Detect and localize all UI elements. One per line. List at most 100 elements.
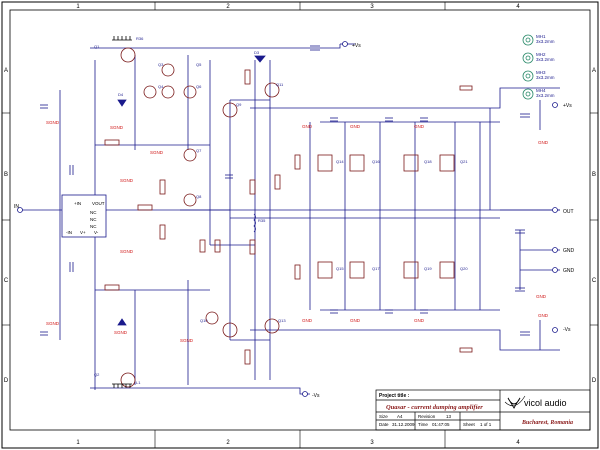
size-value: A4: [397, 414, 403, 419]
gnd-label: GND: [536, 294, 547, 299]
project-title: Quasar - current dumping amplifier: [386, 404, 483, 411]
designator: Q19: [424, 266, 432, 271]
row-label: D: [592, 378, 597, 384]
col-label: 1: [76, 4, 80, 10]
sgnd-label: SGND: [46, 321, 60, 326]
gnd-label: GND: [302, 124, 313, 129]
row-label: B: [592, 172, 596, 178]
revision-label: Revision: [418, 414, 436, 419]
designator: Q15: [336, 266, 344, 271]
mh-spec: 3x3.2mm: [536, 93, 555, 98]
mh-name: MH4: [536, 88, 546, 93]
title-block: [375, 389, 591, 431]
gnd-label: GND: [563, 268, 575, 274]
sgnd-label: SGND: [150, 150, 164, 155]
row-label: A: [4, 68, 8, 74]
opamp-pin: NC: [90, 210, 97, 215]
col-label: 2: [226, 440, 230, 446]
designator: Q3: [158, 62, 164, 67]
opamp-pin: +IN: [74, 201, 81, 206]
col-label: 3: [370, 4, 374, 10]
designator: D4: [118, 92, 124, 97]
company-name: vicol audio: [524, 398, 567, 408]
designator: Q14: [336, 159, 344, 164]
opamp-pin: NC: [90, 224, 97, 229]
designator: Q6: [196, 84, 202, 89]
sheet-value: 1 of 1: [480, 422, 492, 427]
designator: Q21: [460, 159, 468, 164]
sgnd-label: SGND: [46, 120, 60, 125]
row-label: A: [592, 68, 596, 74]
col-label: 2: [226, 4, 230, 10]
mh-spec: 3x3.2mm: [536, 75, 555, 80]
sgnd-label: SGND: [114, 330, 128, 335]
designator: Q16: [372, 159, 380, 164]
row-label: C: [4, 278, 9, 284]
mh-spec: 3x3.2mm: [536, 39, 555, 44]
project-label: Project title :: [379, 393, 410, 399]
designator: Q17: [372, 266, 380, 271]
row-label: D: [4, 378, 9, 384]
designator: D3: [254, 50, 260, 55]
designator: Q20: [460, 266, 468, 271]
company-location: Bucharest, Romania: [521, 420, 573, 426]
gnd-label: GND: [538, 140, 549, 145]
opamp-pin: V+: [80, 230, 86, 235]
designator: Q5: [196, 62, 202, 67]
sheet-label: Sheet: [463, 422, 476, 427]
vplus-label: +Vs: [563, 103, 572, 109]
gnd-label: GND: [302, 318, 313, 323]
input-label: IN: [14, 204, 19, 210]
opamp-pin: V-: [94, 230, 99, 235]
designator: Q1: [94, 44, 100, 49]
gnd-label: GND: [538, 313, 549, 318]
gnd-label: GND: [350, 124, 361, 129]
opamp-output-label: VOUT: [92, 201, 105, 206]
vminus-label: -Vs: [312, 393, 320, 399]
vicol-audio-logo: [504, 395, 526, 409]
output-label: OUT: [563, 209, 574, 215]
mh-name: MH3: [536, 70, 546, 75]
designator: Q7: [196, 148, 202, 153]
time-label: Time: [418, 422, 428, 427]
date-value: 31.12.2009: [392, 422, 415, 427]
time-value: 01:47:05: [432, 422, 450, 427]
col-label: 4: [516, 4, 520, 10]
gnd-label: GND: [414, 318, 425, 323]
designator: R36: [136, 36, 144, 41]
opamp-pin: NC: [90, 217, 97, 222]
mh-name: MH2: [536, 52, 546, 57]
gnd-label: GND: [414, 124, 425, 129]
revision-value: 13: [446, 414, 452, 419]
vminus-label: -Vs: [563, 327, 571, 333]
designator: Q10: [200, 318, 208, 323]
col-label: 4: [516, 440, 520, 446]
mh-name: MH1: [536, 34, 546, 39]
connectors: [17, 41, 558, 397]
designator: L1: [136, 380, 141, 385]
designator: Q18: [424, 159, 432, 164]
row-markers: A B C D A B C D: [2, 68, 598, 384]
designator: Q4: [158, 84, 164, 89]
components: [40, 36, 530, 388]
date-label: Date: [379, 422, 389, 427]
designator: Q2: [94, 372, 100, 377]
gnd-label: GND: [350, 318, 361, 323]
designator: Q11: [276, 82, 284, 87]
size-label: Size: [379, 414, 388, 419]
sgnd-label: SGND: [180, 338, 194, 343]
sgnd-label: SGND: [110, 125, 124, 130]
sgnd-label: SGND: [120, 249, 134, 254]
designator: Q9: [236, 102, 242, 107]
col-label: 3: [370, 440, 374, 446]
row-label: C: [592, 278, 597, 284]
designator: Q13: [278, 318, 286, 323]
sgnd-label: SGND: [120, 178, 134, 183]
designator: Q8: [196, 194, 202, 199]
column-markers: 1 2 3 4 1 2 3 4: [76, 2, 520, 448]
opamp-pin: -IN: [66, 230, 72, 235]
gnd-label: GND: [563, 248, 575, 254]
row-label: B: [4, 172, 8, 178]
designator: R35: [258, 218, 266, 223]
